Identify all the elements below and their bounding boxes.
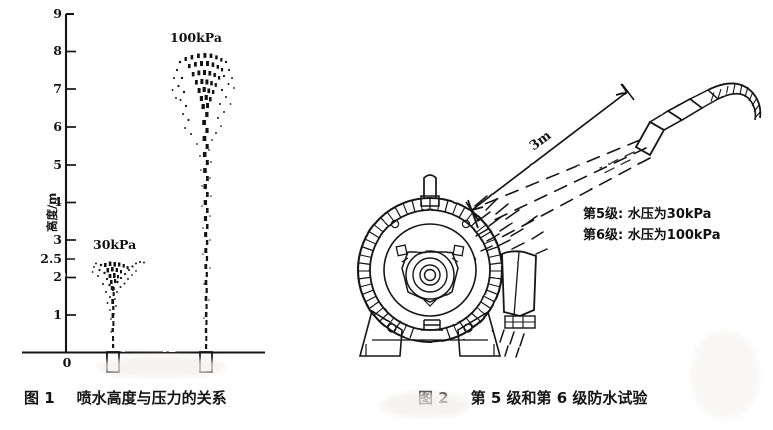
distance-dimension-line <box>465 83 635 221</box>
motor-end-shield <box>383 223 477 317</box>
motor-terminal-box <box>501 250 537 329</box>
water-cone-dashes <box>479 139 651 239</box>
figure1-axes <box>22 13 265 354</box>
motor-bosses <box>390 219 471 257</box>
spray-impact-lines <box>474 195 548 358</box>
figure2-drawing <box>356 82 762 359</box>
figure2-caption-text: 第 5 级和第 6 级防水试验 <box>470 389 648 407</box>
figure1-caption-number: 图 1 <box>24 389 55 407</box>
spray-hose-nozzle <box>597 82 762 177</box>
y-tick-label-1: 1 <box>53 307 62 322</box>
water-spray-30kpa <box>91 260 145 348</box>
motor-cooling-fins <box>357 198 503 339</box>
y-tick-label-7: 7 <box>53 81 62 96</box>
y-tick-label-8: 8 <box>53 43 62 58</box>
y-axis-title: 高度/m <box>45 192 59 232</box>
jet-label-100kpa: 100kPa <box>170 30 222 45</box>
y-tick-label-3: 3 <box>53 232 62 247</box>
y-tick-label-6: 6 <box>53 119 62 134</box>
figure1-caption: 图 1 喷水高度与压力的关系 <box>24 387 227 408</box>
motor-lifting-eye <box>420 174 440 207</box>
scan-artifact <box>380 392 470 418</box>
note-level-6: 第6级: 水压为100kPa <box>583 228 721 243</box>
y-tick-label-0: 0 <box>62 355 72 370</box>
spray-origin-marker <box>467 199 479 229</box>
y-tick-label-4: 4 <box>53 194 62 209</box>
y-tick-label-9: 9 <box>53 6 62 21</box>
note-level-5: 第5级: 水压为30kPa <box>583 207 712 222</box>
scan-artifact <box>690 330 760 420</box>
figure1-caption-text: 喷水高度与压力的关系 <box>76 389 227 407</box>
motor-base <box>358 309 502 357</box>
y-tick-label-2: 2 <box>53 269 62 284</box>
jet-label-30kpa: 30kPa <box>93 237 137 252</box>
y-tick-label-2-5: 2.5 <box>40 251 62 266</box>
motor-nameplate <box>421 319 443 331</box>
scan-artifact <box>96 356 226 378</box>
figure1-y-tick-marks <box>66 50 76 316</box>
y-tick-label-5: 5 <box>53 157 62 172</box>
water-spray-100kpa <box>171 53 235 349</box>
